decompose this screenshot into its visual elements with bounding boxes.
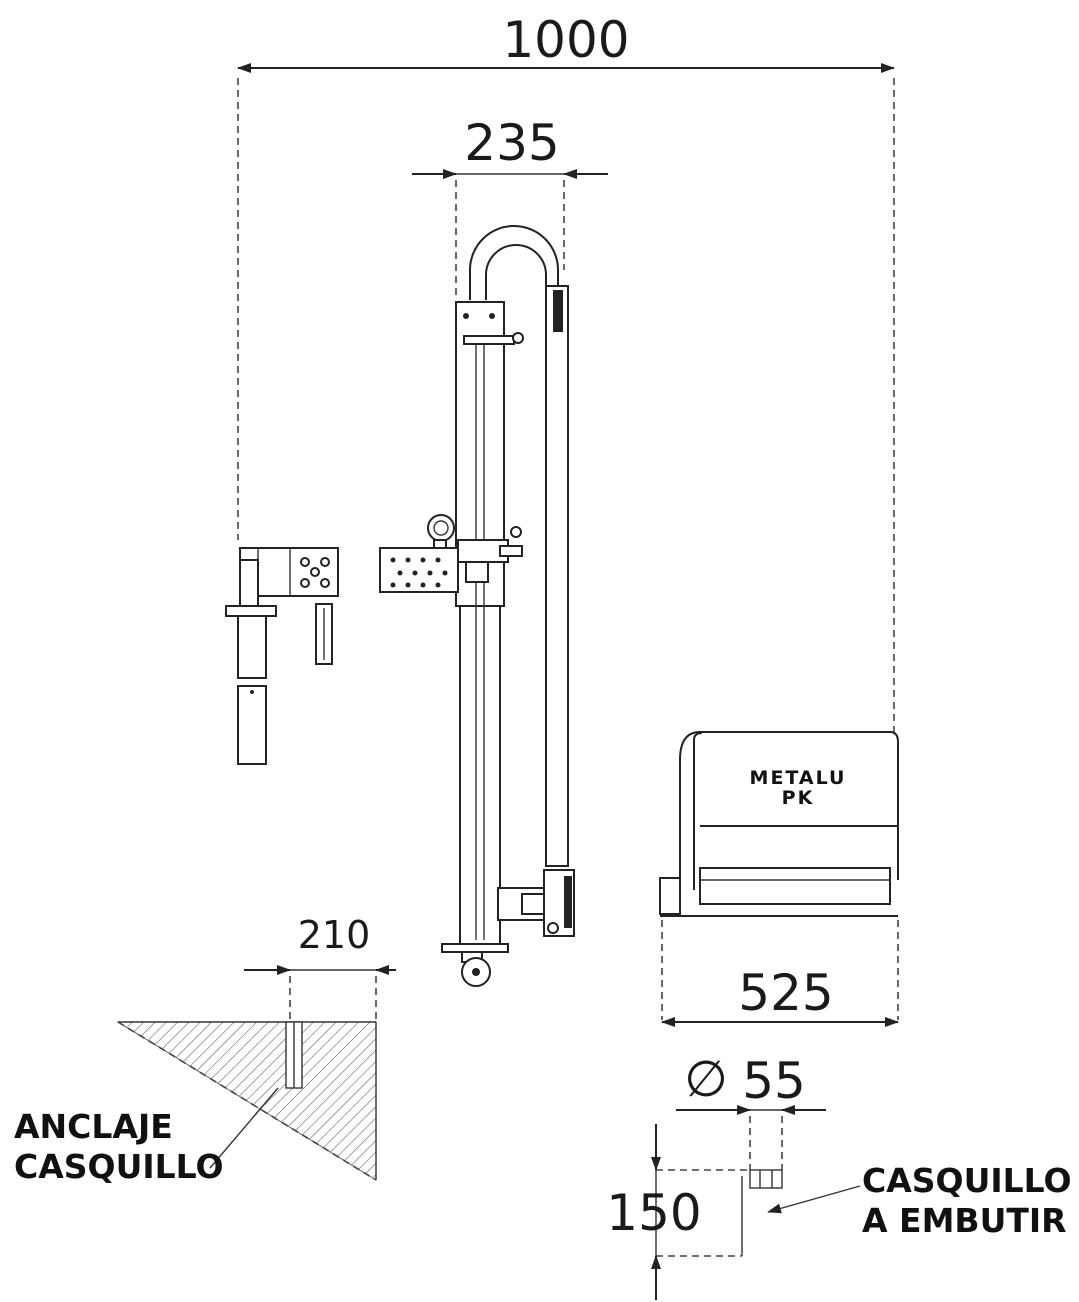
detached-arm [225, 547, 339, 765]
brand-label-line2: PK [782, 787, 815, 809]
dimension-column-width: 235 [412, 114, 608, 300]
dimension-total-width: 1000 [237, 11, 895, 735]
diameter-symbol: ∅ [684, 1050, 728, 1108]
dimension-total-width-label: 1000 [502, 11, 629, 69]
brand-label-line1: METALU [750, 767, 847, 789]
sleeve-label-line2: A EMBUTIR [862, 1201, 1067, 1240]
bracket-holes [390, 557, 448, 588]
lift-column [379, 225, 575, 987]
anchor-sleeve: ANCLAJE CASQUILLO [14, 1021, 377, 1186]
dimension-anchor-width: 210 [244, 913, 396, 1022]
dimension-anchor-width-label: 210 [298, 913, 371, 957]
dimension-sleeve-depth-label: 150 [606, 1184, 701, 1242]
anchor-label-line1: ANCLAJE [14, 1107, 173, 1146]
dimension-sleeve-diameter-label: 55 [742, 1052, 806, 1110]
anchor-label-line2: CASQUILLO [14, 1147, 224, 1186]
dimension-column-width-label: 235 [464, 114, 559, 172]
sleeve-label-line1: CASQUILLO [862, 1161, 1072, 1200]
seat: METALU PK [659, 731, 899, 917]
embed-sleeve: ∅ 55 150 CASQUILLO A EMBUTIR [606, 1050, 1072, 1300]
dimension-seat-width: 525 [661, 920, 899, 1027]
dimension-seat-width-label: 525 [738, 964, 833, 1022]
